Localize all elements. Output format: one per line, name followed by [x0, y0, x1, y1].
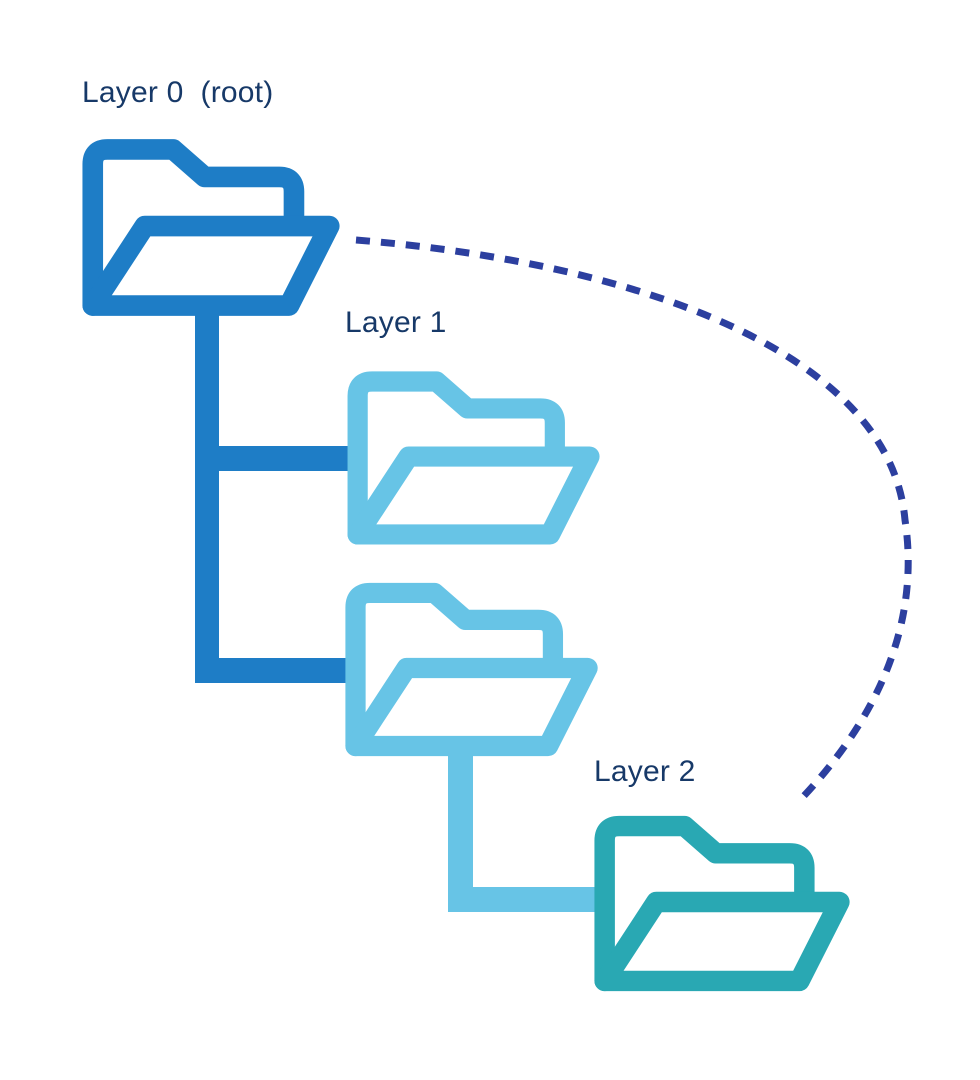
layer1-folder-1-icon — [358, 382, 590, 535]
connector-branch-layer1-folder-2 — [195, 658, 352, 683]
connector-branch-layer2-folder — [448, 887, 600, 912]
connector-layer1-vertical — [448, 750, 473, 912]
root-folder-icon — [93, 149, 330, 305]
layer1-folder-2-icon — [356, 593, 588, 746]
layer0-label: Layer 0 (root) — [82, 76, 274, 109]
layer1-label: Layer 1 — [345, 306, 447, 339]
tree-connector-layer1-to-layer2 — [448, 750, 600, 912]
connector-branch-layer1-folder-1 — [195, 446, 352, 471]
layer2-label: Layer 2 — [594, 755, 696, 788]
dashed-link-root-to-layer2 — [355, 236, 912, 802]
tree-connector-root-to-layer1 — [195, 305, 352, 683]
layer2-folder-icon — [605, 826, 840, 981]
connector-root-vertical — [195, 305, 219, 683]
